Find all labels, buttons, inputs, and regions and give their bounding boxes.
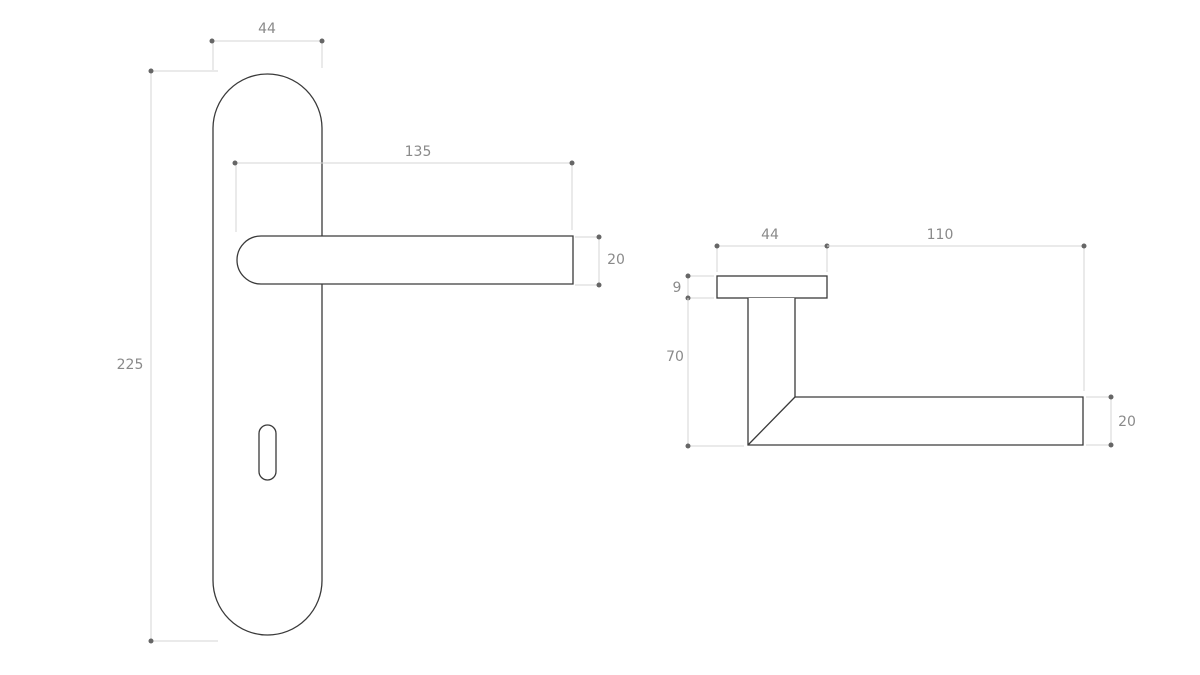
lever-bend-edge (747, 396, 796, 446)
dim-label: 44 (258, 21, 276, 37)
dim-lever-projection: 110 (827, 227, 1087, 391)
front-view: 44 225 135 20 (117, 21, 625, 644)
lever-front (236, 235, 574, 285)
dim-side-lever-thickness: 20 (1086, 394, 1136, 448)
keyhole (258, 424, 277, 481)
dim-rose-thickness: 9 (673, 273, 714, 301)
dim-rose-diameter: 44 (714, 227, 830, 272)
backplate (212, 73, 323, 636)
dim-label: 20 (607, 252, 625, 268)
side-view: 44 110 9 70 20 (666, 227, 1136, 449)
dim-label: 70 (666, 349, 684, 365)
dim-lever-offset: 70 (666, 298, 744, 449)
dim-plate-width: 44 (209, 21, 325, 70)
dim-lever-length: 135 (232, 144, 575, 232)
dim-label: 110 (927, 227, 954, 243)
dim-label: 135 (405, 144, 432, 160)
dim-label: 225 (117, 357, 144, 373)
dim-label: 20 (1118, 414, 1136, 430)
dim-label: 44 (761, 227, 779, 243)
lever-side (747, 298, 1084, 446)
dim-lever-thickness: 20 (575, 234, 625, 288)
dim-label: 9 (673, 280, 682, 296)
dim-plate-height: 225 (117, 68, 218, 644)
rose (716, 275, 828, 299)
